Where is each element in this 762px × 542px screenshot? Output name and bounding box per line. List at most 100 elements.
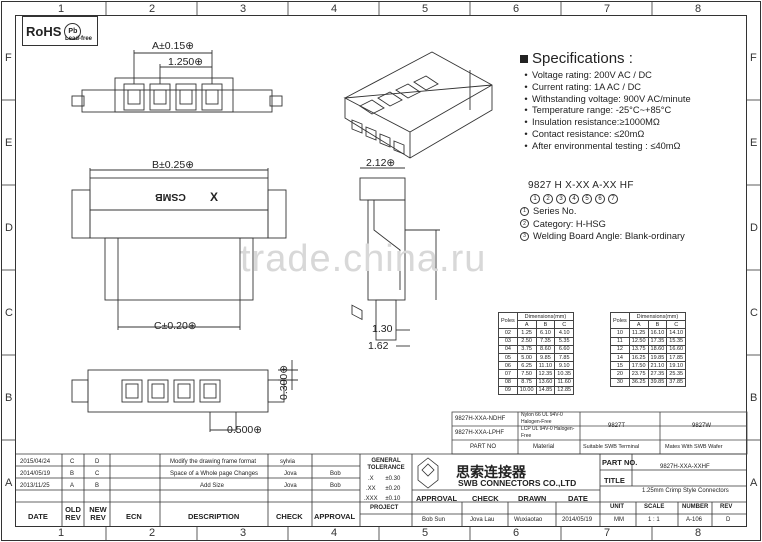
title-block-grid — [16, 453, 747, 526]
rev-desc: Add Size — [200, 483, 225, 489]
company-name-cn: 思索连接器 — [456, 464, 526, 480]
project-label: PROJECT — [370, 505, 399, 511]
material-desc-2: LCP UL 94V-0 Halogen-Free — [521, 426, 575, 439]
dim-pitch-0500: 0.500⊕ — [227, 424, 263, 436]
rev-header-check: CHECK — [276, 512, 303, 521]
zone-left-a: A — [5, 477, 13, 489]
rev-header-ecn: ECN — [126, 512, 142, 521]
tolerance-row: .XX ±0.20 — [366, 486, 401, 492]
zone-bottom-6: 6 — [513, 527, 520, 539]
dim-0300: 0.300⊕ — [278, 364, 290, 400]
zone-top-2: 2 — [149, 3, 156, 15]
material-footer-terminal: Suitable SWB Terminal — [583, 444, 640, 450]
tolerance-row: .X ±0.30 — [368, 476, 401, 482]
zone-top-8: 8 — [695, 3, 702, 15]
drawn-value: Wuxiaotao — [514, 517, 543, 523]
material-partno-2: 9827H-XXA-LPHF — [455, 430, 505, 436]
material-partno-1: 9827H-XXA-NDHF — [455, 416, 506, 422]
rev-header-old: OLD REV — [65, 505, 81, 522]
rev-desc: Space of a Whole page Changes — [170, 471, 259, 477]
rev-desc: Modify the drawing frame format — [170, 459, 257, 465]
material-footer-material: Material — [533, 444, 555, 450]
zone-top-1: 1 — [58, 3, 65, 15]
zone-right-b: B — [750, 392, 758, 404]
isometric-view — [343, 51, 493, 321]
scale-value: 1 : 1 — [648, 517, 660, 523]
number-value: A-106 — [686, 517, 703, 523]
zone-left-e: E — [5, 137, 13, 149]
partno-value: 9827H-XXA-XXHF — [660, 464, 710, 470]
zone-bottom-8: 8 — [695, 527, 702, 539]
zone-bottom-2: 2 — [149, 527, 156, 539]
rev-check: Jova — [284, 471, 297, 477]
material-terminal: 9827T — [608, 423, 626, 429]
zone-top-4: 4 — [331, 3, 338, 15]
bottom-view — [71, 360, 298, 432]
unit-value: MM — [614, 517, 624, 523]
material-desc-1: Nylon 66 UL 94V-0 Halogen-Free — [521, 412, 563, 425]
part-code-indices: 1 2 3 4 5 6 7 — [530, 194, 618, 204]
dim-pitch-1250: 1.250⊕ — [168, 56, 204, 68]
number-label: NUMBER — [682, 504, 709, 510]
rev-date: 2014/05/19 — [20, 471, 51, 477]
spec-item: •Withstanding voltage: 900V AC/minute — [524, 93, 691, 104]
index-circle: 1 — [530, 194, 540, 204]
index-circle: 3 — [556, 194, 566, 204]
zone-top-7: 7 — [604, 3, 611, 15]
rev-new: B — [95, 483, 100, 489]
rev-header-desc: DESCRIPTION — [188, 512, 240, 521]
dim-b: B±0.25⊕ — [152, 159, 194, 171]
rev-value: D — [726, 517, 731, 523]
zone-top-3: 3 — [240, 3, 247, 15]
pb-icon: Pb — [64, 22, 82, 40]
rev-approval: Bob — [330, 471, 341, 477]
rev-approval: Bob — [330, 483, 341, 489]
rev-header-new: NEW REV — [89, 505, 107, 522]
material-footer-partno: PART NO — [470, 444, 497, 450]
zone-bottom-5: 5 — [422, 527, 429, 539]
zone-bottom-3: 3 — [240, 527, 247, 539]
title-value: 1.25mm Crimp Style Connectors — [642, 488, 729, 494]
spec-item: •Voltage rating: 200V AC / DC — [524, 70, 652, 80]
rev-label: REV — [720, 504, 733, 510]
check-value: Jova Lau — [470, 517, 495, 523]
zone-right-e: E — [750, 137, 758, 149]
unit-label: UNIT — [610, 504, 624, 510]
dim-130: 1.30 — [372, 323, 393, 335]
dim-a: A±0.15⊕ — [152, 40, 194, 52]
zone-top-5: 5 — [422, 3, 429, 15]
rev-old: B — [70, 471, 75, 477]
zone-left-b: B — [5, 392, 13, 404]
check-header: CHECK — [472, 494, 499, 503]
title-label: TITLE — [604, 476, 625, 485]
rev-date: 2015/04/24 — [20, 459, 51, 465]
date-header: DATE — [568, 494, 588, 503]
rev-old: C — [70, 459, 75, 465]
front-view — [71, 168, 287, 330]
rev-old: A — [70, 483, 75, 489]
scale-label: SCALE — [644, 504, 665, 510]
rohs-badge: RoHS Pb Lead-free — [22, 16, 98, 46]
date-value: 2014/05/19 — [562, 517, 593, 523]
zone-left-d: D — [5, 222, 13, 234]
part-code: 9827 H X-XX A-XX HF — [528, 180, 634, 191]
drawn-header: DRAWN — [518, 494, 547, 503]
dim-212: 2.12⊕ — [366, 157, 396, 169]
index-circle: 2 — [543, 194, 553, 204]
index-circle: 4 — [569, 194, 579, 204]
